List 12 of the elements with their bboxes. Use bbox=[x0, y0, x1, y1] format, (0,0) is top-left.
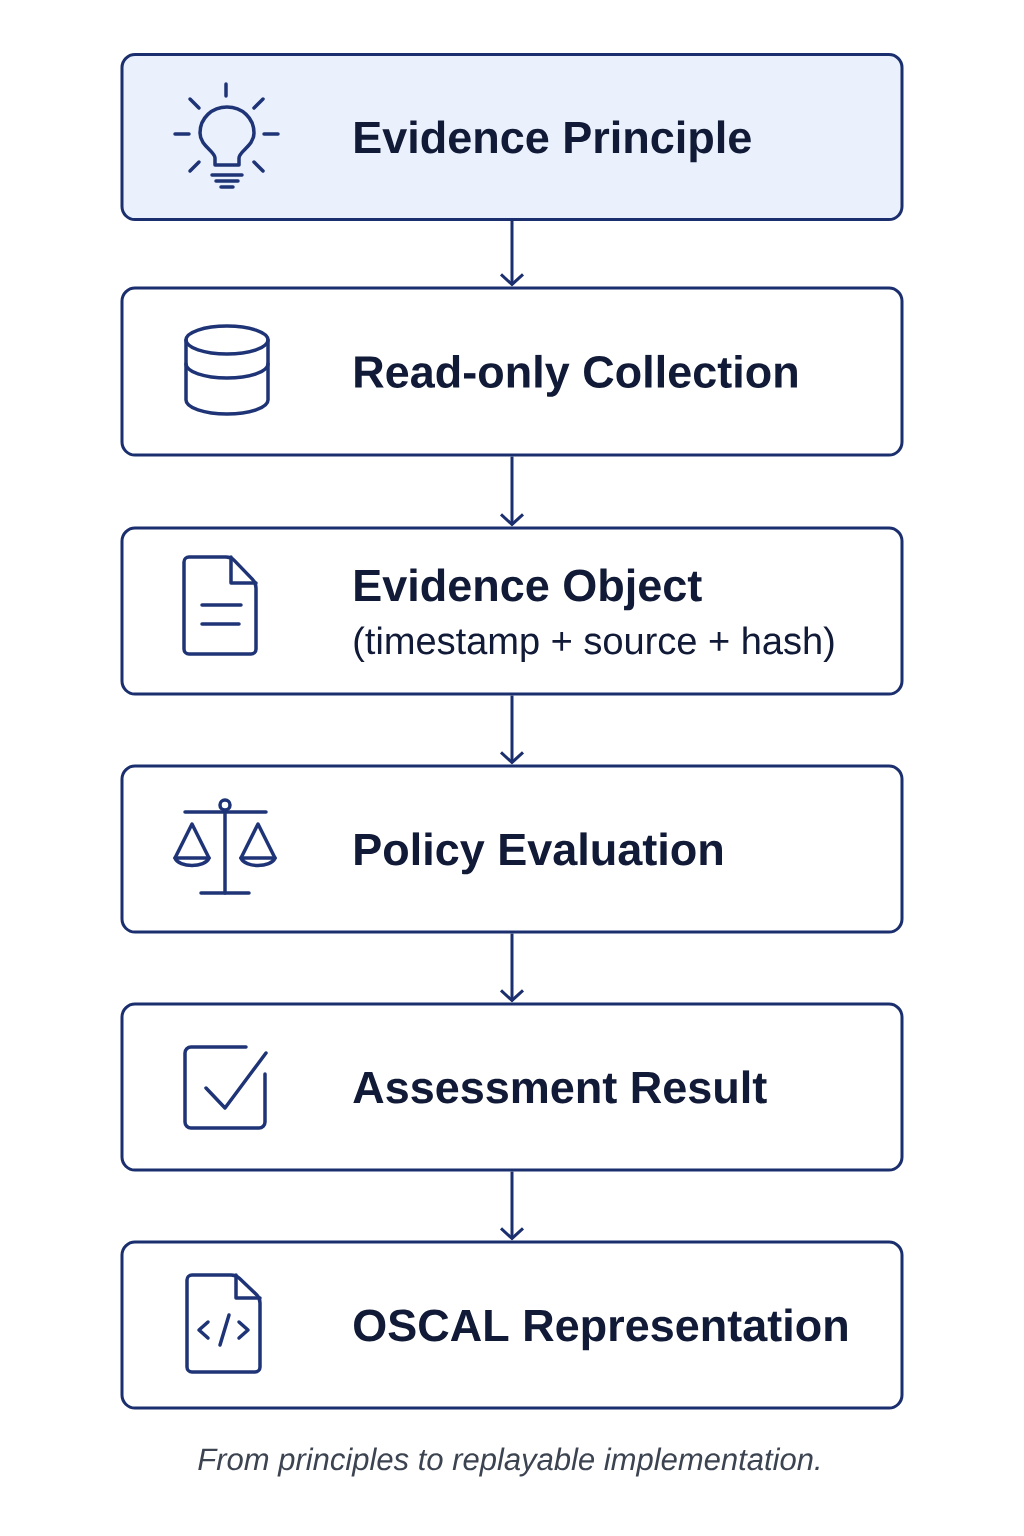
process-box: Read-only Collection bbox=[120, 286, 904, 457]
arrow bbox=[500, 456, 524, 527]
arrow bbox=[500, 695, 524, 765]
process-box: Evidence Object (timestamp + source + hash) bbox=[120, 526, 904, 696]
caption: From principles to replayable implementation. bbox=[198, 1447, 819, 1477]
arrow bbox=[500, 933, 524, 1003]
arrow bbox=[500, 1171, 524, 1241]
process-box: Evidence Principle bbox=[120, 53, 904, 221]
process-box: OSCAL Representation bbox=[120, 1240, 904, 1410]
arrow bbox=[500, 221, 524, 287]
process-box: Assessment Result bbox=[120, 1002, 904, 1172]
process-box: Policy Evaluation bbox=[120, 764, 904, 934]
